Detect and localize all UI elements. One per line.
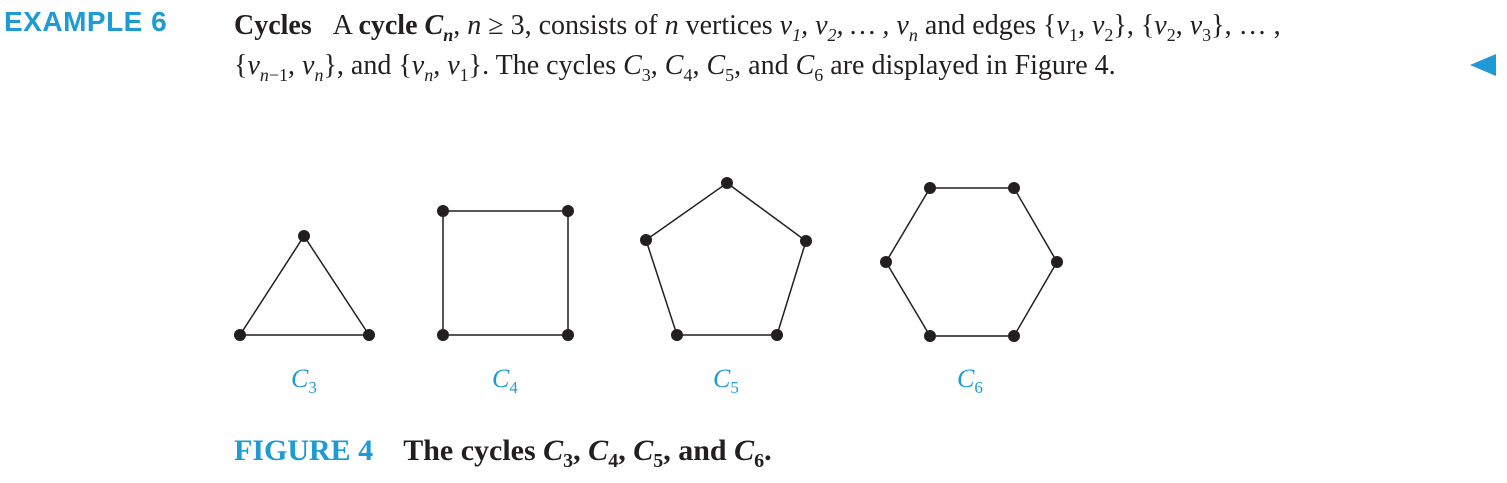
graph-label-c5: C5 — [713, 364, 739, 397]
vertex — [1051, 256, 1063, 268]
vertex — [880, 256, 892, 268]
vertex — [1008, 182, 1020, 194]
figure-number: FIGURE 4 — [234, 434, 374, 467]
vertex — [437, 329, 449, 341]
term-cycle: cycle — [358, 10, 425, 41]
graph-label-c6: C6 — [957, 364, 983, 397]
edge-list: {vn−1, vn}, and {vn, v1}. — [234, 50, 490, 85]
symbol-c: C — [424, 10, 444, 41]
text-segment: ≥ 3, consists of — [481, 10, 665, 41]
paragraph-line-2: {vn−1, vn}, and {vn, v1}. The cycles C3,… — [234, 46, 1504, 86]
edge-list: {v1, v2}, {v2, v3}, … , — [1043, 10, 1281, 45]
vertex — [234, 329, 246, 341]
vertex — [771, 329, 783, 341]
example-heading: Cycles — [234, 10, 312, 41]
vertex — [924, 182, 936, 194]
graph-c4-vertices — [437, 205, 574, 341]
symbol-n: n — [664, 10, 679, 41]
graph-c5 — [645, 182, 807, 336]
vertex — [671, 329, 683, 341]
symbol-n-sub: n — [443, 25, 454, 45]
symbol-n: n — [467, 10, 482, 41]
vertex — [562, 329, 574, 341]
vertex — [800, 235, 812, 247]
graph-c5-vertices — [640, 177, 812, 341]
graph-c6 — [885, 187, 1058, 337]
graph-label-c3: C3 — [291, 364, 317, 397]
text-segment: and edges — [917, 10, 1044, 41]
vertex — [721, 177, 733, 189]
text-segment: A — [332, 10, 359, 41]
example-label: EXAMPLE 6 — [4, 6, 168, 37]
text-segment: , — [453, 10, 468, 41]
vertex — [640, 234, 652, 246]
sentence: The cycles C3, C4, C5, and C6 are displa… — [489, 50, 1116, 85]
paragraph-line-1: Cycles A cycle Cn, n ≥ 3, consists of n … — [234, 6, 1504, 46]
vertex — [298, 230, 310, 242]
vertex — [437, 205, 449, 217]
graph-c4 — [442, 210, 569, 336]
graph-c3-vertices — [234, 230, 375, 341]
caption-text: The cycles — [403, 434, 544, 467]
vertex — [363, 329, 375, 341]
graph-c3 — [238, 234, 371, 336]
graph-label-c4: C4 — [492, 364, 518, 397]
vertex — [924, 330, 936, 342]
graph-c6-vertices — [880, 182, 1063, 342]
vertex-list: v1, v2, … , vn — [779, 10, 918, 45]
vertex — [1008, 330, 1020, 342]
text-segment: vertices — [678, 10, 780, 41]
vertex — [562, 205, 574, 217]
end-of-example-marker-icon — [1470, 54, 1496, 76]
